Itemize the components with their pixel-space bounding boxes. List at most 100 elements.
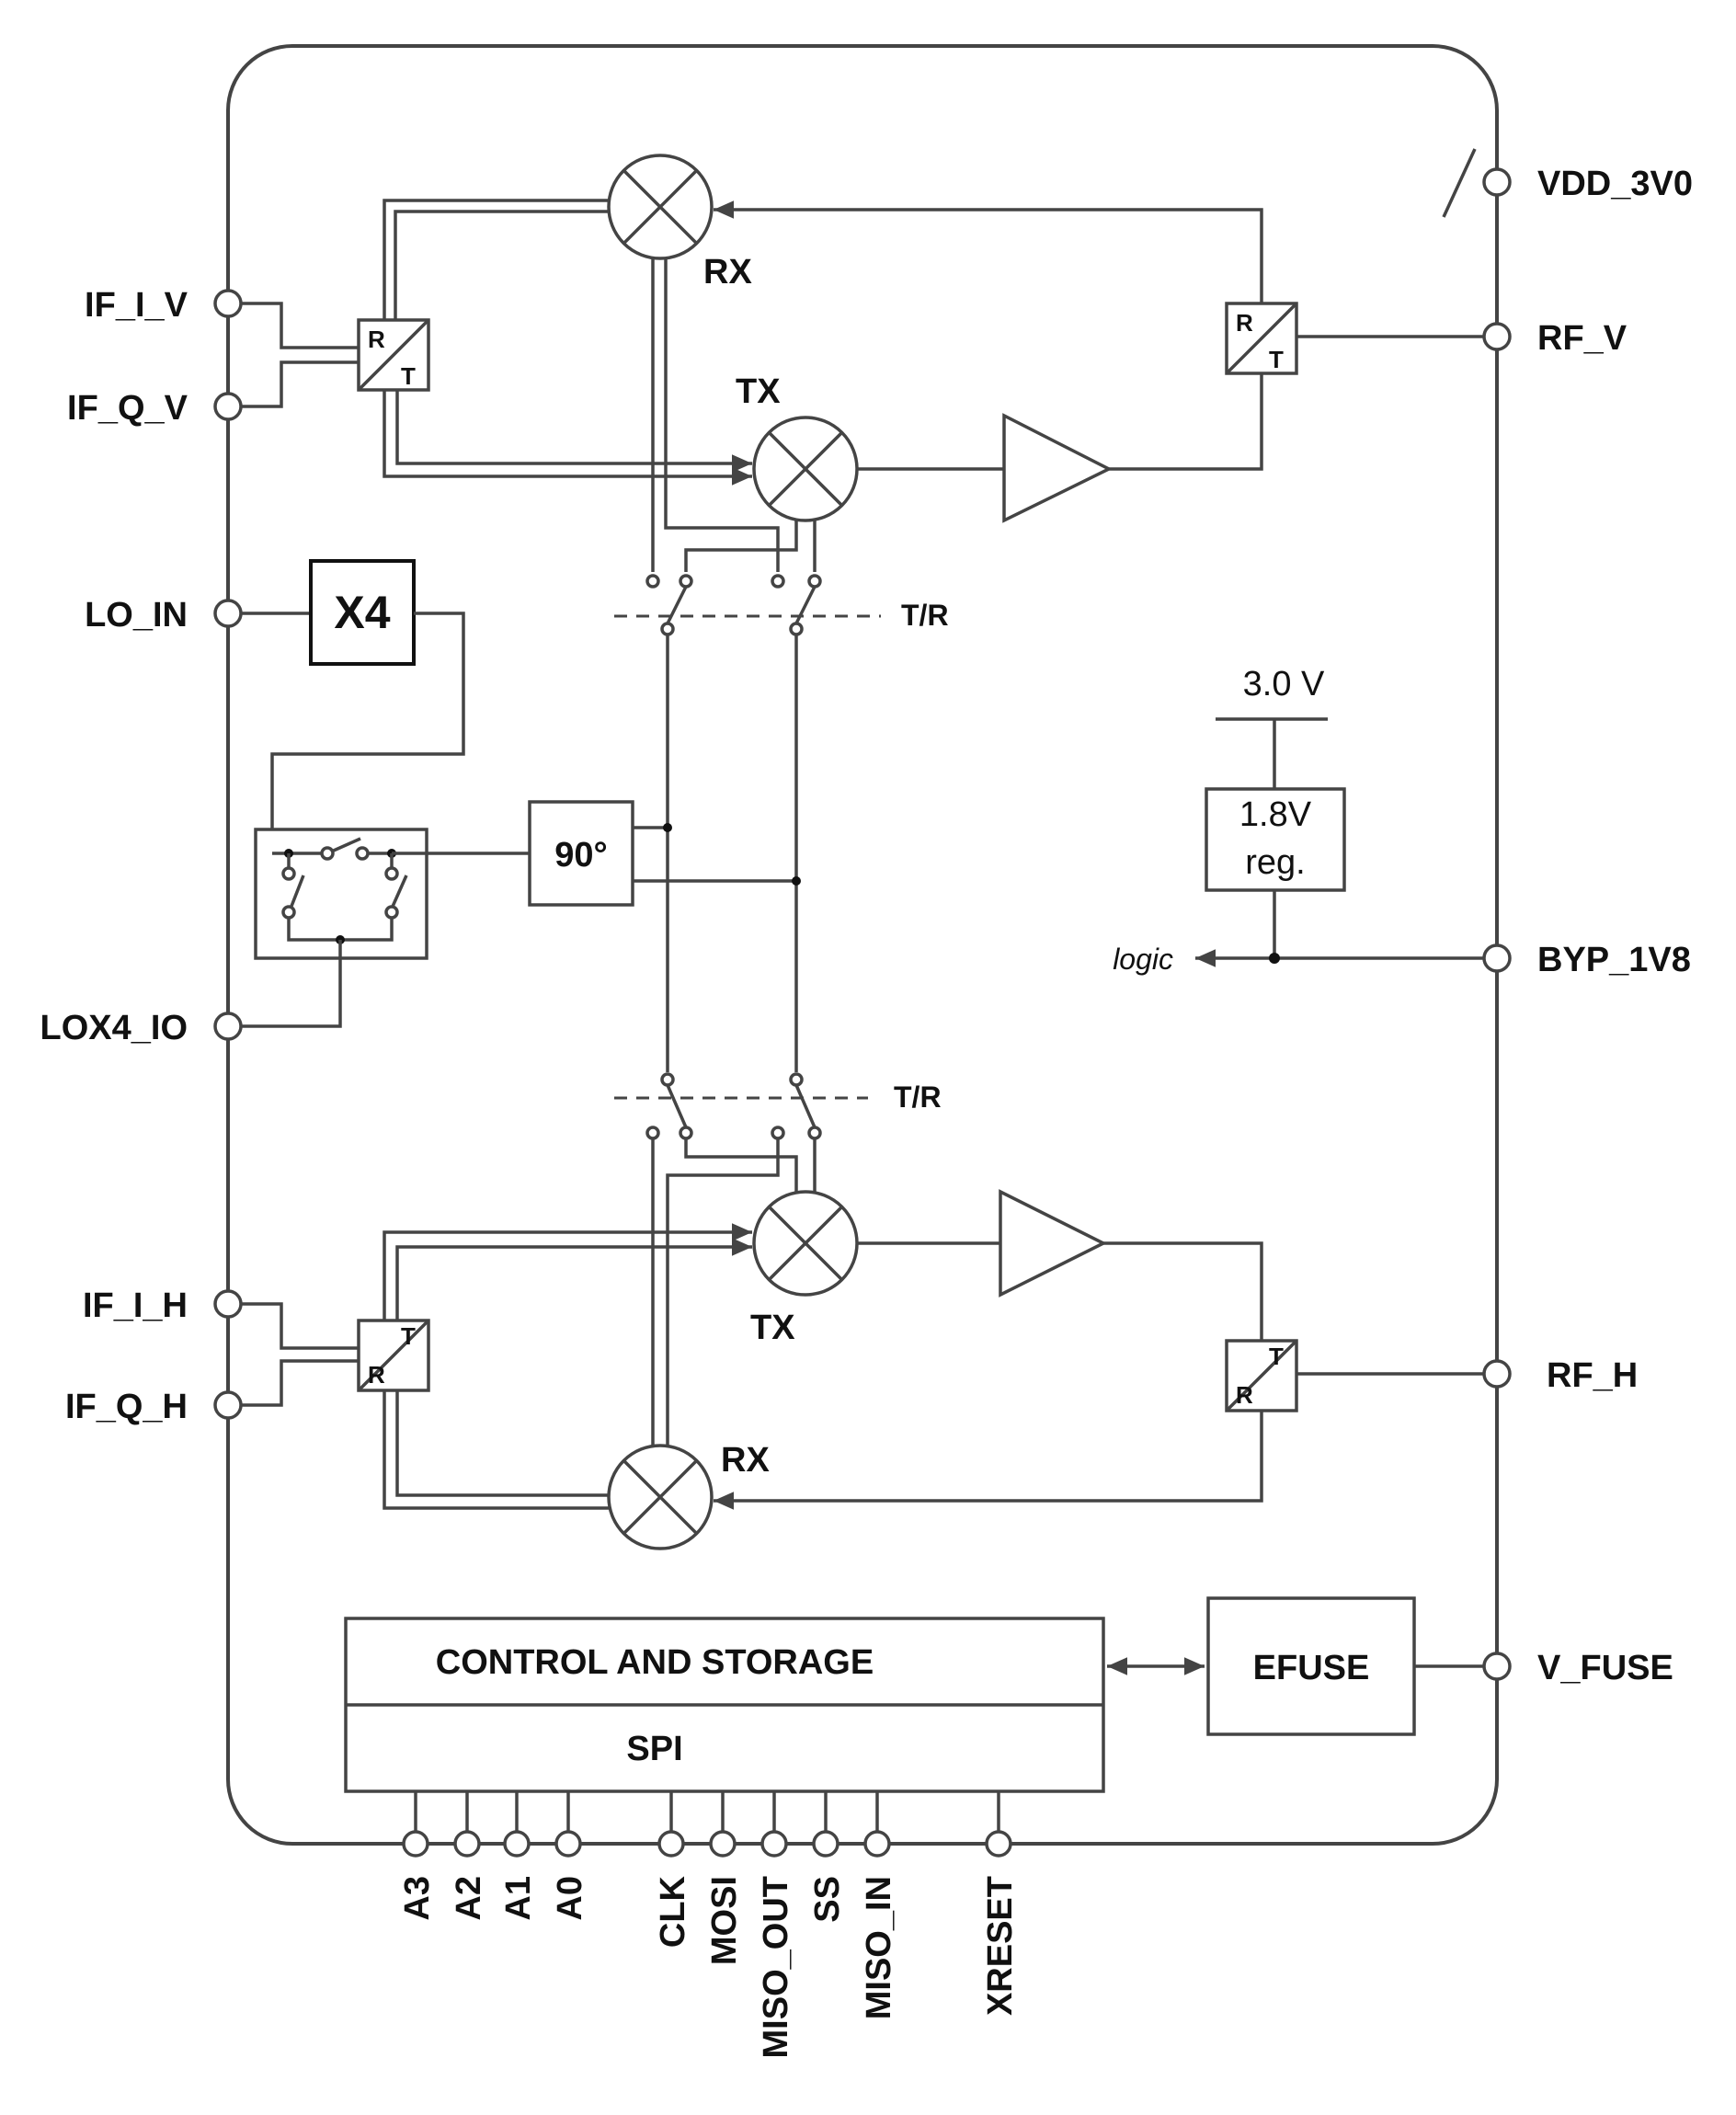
rx-v-if-lines — [383, 199, 609, 320]
tx-label: TX — [750, 1309, 795, 1347]
pin-label: CLK — [654, 1875, 692, 1948]
rt-letter: R — [1236, 309, 1253, 337]
phase-label: 90° — [554, 836, 607, 875]
tr-label: T/R — [894, 1080, 942, 1114]
pin-if-q-v: IF_Q_V — [67, 389, 243, 428]
efuse-label: EFUSE — [1253, 1649, 1370, 1687]
pin-label: XRESET — [981, 1876, 1020, 2016]
pin-label: IF_I_H — [83, 1286, 188, 1325]
rx-label: RX — [721, 1441, 770, 1480]
rt-letter: R — [368, 326, 385, 353]
rt-letter: T — [401, 362, 416, 390]
pin-label: VDD_3V0 — [1537, 165, 1693, 203]
pin-a0: A0 — [551, 1791, 589, 1921]
tx-h-lo-lines — [684, 1138, 817, 1195]
junction-dot — [663, 823, 672, 832]
pa-h-out-line — [1103, 1241, 1263, 1341]
tx-v-if-lines — [383, 390, 752, 486]
pin-label: SS — [808, 1876, 847, 1923]
pin-rf-v: RF_V — [1482, 319, 1628, 358]
rx-h-if-lines — [383, 1390, 609, 1510]
regulator: 3.0 V 1.8V reg. logic — [1113, 665, 1484, 976]
tx-v-lo-lines — [684, 520, 817, 572]
pin-a3: A3 — [398, 1791, 437, 1921]
pin-miso-in: MISO_IN — [860, 1791, 898, 2019]
rf-v-rx-line — [714, 200, 1263, 303]
pin-label: LOX4_IO — [40, 1009, 188, 1047]
x4-multiplier: X4 — [309, 559, 416, 666]
lox4-io-line — [241, 940, 342, 1028]
pin-lox4-io: LOX4_IO — [40, 1009, 243, 1047]
x4-label: X4 — [334, 587, 390, 638]
pin-label: RF_H — [1547, 1356, 1638, 1395]
rx-mixer-h: RX — [607, 1441, 770, 1550]
supply-label: 3.0 V — [1243, 665, 1325, 703]
pin-label: LO_IN — [85, 596, 188, 634]
pin-clk: CLK — [654, 1791, 692, 1948]
rt-letter: T — [1269, 1343, 1284, 1370]
efuse-block: EFUSE — [1206, 1596, 1416, 1736]
pin-miso-out: MISO_OUT — [757, 1791, 795, 2058]
tr-switch-h: T/R — [614, 1070, 942, 1140]
rx-h-lo-lines — [651, 1138, 780, 1446]
rt-splitter-v-if: R T — [357, 318, 430, 392]
pin-a2: A2 — [450, 1791, 488, 1921]
pin-vdd-3v0: VDD_3V0 — [1442, 148, 1693, 218]
pa-v-out-line — [1109, 372, 1263, 471]
pa-h — [999, 1189, 1107, 1298]
x4-out-line — [270, 612, 465, 853]
tr-switch-v: T/R — [614, 574, 949, 636]
pin-label: MISO_IN — [860, 1876, 898, 2019]
tx-h-if-lines — [383, 1223, 752, 1320]
pin-label: RF_V — [1537, 319, 1628, 358]
phase-shifter-90: 90° — [528, 800, 634, 907]
if-v-wiring — [241, 302, 359, 408]
spi-label: SPI — [626, 1730, 682, 1768]
logic-label: logic — [1113, 943, 1173, 976]
tr-label: T/R — [901, 599, 949, 632]
rf-h-rx-line — [714, 1411, 1263, 1510]
pin-if-q-h: IF_Q_H — [65, 1388, 243, 1426]
pin-label: A3 — [398, 1876, 437, 1921]
tx-label: TX — [736, 372, 781, 411]
pin-label: A1 — [499, 1876, 538, 1921]
regulator-label-2: reg. — [1245, 843, 1305, 882]
rt-splitter-v-rf: R T — [1225, 302, 1298, 375]
rx-mixer-v: RX — [607, 154, 752, 292]
pin-label: MOSI — [705, 1876, 744, 1965]
rt-letter: T — [401, 1322, 416, 1350]
pin-a1: A1 — [499, 1791, 538, 1921]
pin-label: A0 — [551, 1876, 589, 1921]
pin-label: A2 — [450, 1876, 488, 1921]
pin-byp-1v8: BYP_1V8 — [1482, 941, 1691, 979]
pin-ss: SS — [808, 1791, 847, 1923]
rt-splitter-h-rf: T R — [1225, 1339, 1298, 1412]
rt-letter: R — [368, 1361, 385, 1389]
tx-mixer-v: TX — [736, 372, 859, 522]
if-h-wiring — [241, 1302, 359, 1407]
rx-label: RX — [703, 253, 752, 292]
lo-switch-box — [254, 828, 428, 960]
pin-mosi: MOSI — [705, 1791, 744, 1965]
pin-rf-h: RF_H — [1482, 1356, 1638, 1395]
pin-label: IF_I_V — [85, 286, 188, 325]
pin-if-i-v: IF_I_V — [85, 286, 243, 325]
rt-letter: T — [1269, 346, 1284, 373]
pa-v — [1002, 413, 1113, 523]
pin-label: BYP_1V8 — [1537, 941, 1691, 979]
junction-dot — [792, 876, 801, 886]
rt-splitter-h-if: T R — [357, 1319, 430, 1392]
tx-mixer-h: TX — [750, 1190, 859, 1347]
pin-lo-in: LO_IN — [85, 596, 243, 634]
pin-v-fuse: V_FUSE — [1482, 1649, 1673, 1687]
control-label: CONTROL AND STORAGE — [436, 1643, 874, 1682]
pin-xreset: XRESET — [981, 1791, 1020, 2016]
pin-label: IF_Q_H — [65, 1388, 188, 1426]
rx-v-lo-lines — [651, 258, 780, 572]
pin-label: MISO_OUT — [757, 1876, 795, 2058]
control-block: CONTROL AND STORAGE SPI — [344, 1617, 1105, 1793]
pin-label: IF_Q_V — [67, 389, 188, 428]
pin-if-i-h: IF_I_H — [83, 1286, 243, 1325]
regulator-label-1: 1.8V — [1239, 795, 1312, 834]
